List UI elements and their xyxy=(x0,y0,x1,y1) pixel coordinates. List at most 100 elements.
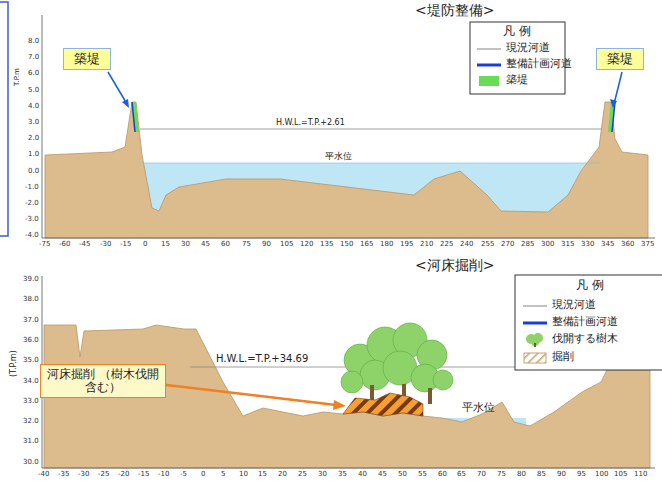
tick-label: 0 xyxy=(143,241,147,249)
tick-label: 32.0 xyxy=(23,418,39,426)
water-level-label: H.W.L.=T.P.+34.69 xyxy=(216,353,308,364)
tick-label: 40 xyxy=(358,471,367,479)
tick-label: 65 xyxy=(457,471,466,479)
tick-label: 345 xyxy=(601,241,614,249)
tick-label: 25 xyxy=(298,471,307,479)
tick-label: 30 xyxy=(318,471,327,479)
legend-text: 整備計画河道 xyxy=(506,58,572,70)
tick-label: -4.0 xyxy=(25,232,39,240)
tick-label: 360 xyxy=(621,241,634,249)
tick-label: 285 xyxy=(521,241,534,249)
tick-label: 240 xyxy=(460,241,473,249)
tick-label: 38.0 xyxy=(23,296,39,304)
tick-label: 4.0 xyxy=(28,103,39,111)
legend-swatch xyxy=(522,333,548,347)
tick-label: 70 xyxy=(477,471,486,479)
leader-line xyxy=(108,72,127,104)
callout-text: 築堤 xyxy=(74,52,100,66)
tick-label: 75 xyxy=(242,241,251,249)
tick-label: 100 xyxy=(595,471,608,479)
embankment xyxy=(608,102,615,132)
tick-label: -35 xyxy=(58,471,69,479)
tick-label: 35.0 xyxy=(23,357,39,365)
tick-label: 2.0 xyxy=(28,135,39,143)
tick-label: -15 xyxy=(138,471,149,479)
tick-label: 1.0 xyxy=(28,151,39,159)
tick-label: 95 xyxy=(577,471,586,479)
legend-text: 伐開する樹木 xyxy=(552,333,618,345)
leader-line xyxy=(158,384,336,405)
tick-label: 300 xyxy=(541,241,554,249)
tick-label: 5 xyxy=(221,471,225,479)
tick-label: -15 xyxy=(120,241,131,249)
legend-text: 現況河道 xyxy=(506,42,550,54)
water-level-label: 平水位 xyxy=(325,152,352,162)
leader-arrow xyxy=(333,400,346,410)
tick-label: 210 xyxy=(420,241,433,249)
legend-heading: 凡 例 xyxy=(503,25,531,38)
tick-label: 270 xyxy=(501,241,514,249)
tick-label: 135 xyxy=(320,241,333,249)
tick-label: 85 xyxy=(537,471,546,479)
callout-text: 築堤 xyxy=(607,52,633,66)
tick-label: 165 xyxy=(360,241,373,249)
legend-text: 掘削 xyxy=(552,351,574,363)
leader-arrow xyxy=(122,99,129,108)
tick-label: 15 xyxy=(161,241,170,249)
legend-swatch xyxy=(522,316,548,330)
axis xyxy=(42,15,43,238)
tick-label: -20 xyxy=(118,471,129,479)
tick-label: 55 xyxy=(418,471,427,479)
tick-label: 33.0 xyxy=(23,398,39,406)
tick-label: 255 xyxy=(481,241,494,249)
tick-label: 225 xyxy=(440,241,453,249)
tick-label: 37.0 xyxy=(23,317,39,325)
tick-label: 0 xyxy=(201,471,205,479)
tick-label: 60 xyxy=(438,471,447,479)
tick-label: 105 xyxy=(280,241,293,249)
tick-label: 6.0 xyxy=(28,70,39,78)
legend-box xyxy=(515,275,662,370)
tick-label: 20 xyxy=(278,471,287,479)
axis xyxy=(42,468,655,469)
tick-label: 0.0 xyxy=(28,168,39,176)
tick-label: 3.0 xyxy=(28,119,39,127)
tick-label: 35 xyxy=(338,471,347,479)
legend-swatch xyxy=(476,58,502,72)
tick-label: -45 xyxy=(79,241,90,249)
legend-text: 築堤 xyxy=(506,74,528,86)
plan-line xyxy=(132,102,135,132)
tick-label: -10 xyxy=(158,471,169,479)
axis-unit: T.P.m xyxy=(14,68,22,86)
water-level-label: 平水位 xyxy=(462,402,495,414)
tick-label: 10 xyxy=(239,471,248,479)
tick-label: 80 xyxy=(517,471,526,479)
tick-label: 34.0 xyxy=(23,378,39,386)
tick-label: -40 xyxy=(38,471,49,479)
leader-arrow xyxy=(610,99,617,108)
embankment xyxy=(132,102,139,132)
tick-label: 15 xyxy=(258,471,267,479)
leader-line xyxy=(614,72,622,104)
tick-label: 105 xyxy=(614,471,627,479)
tick-label: 36.0 xyxy=(23,337,39,345)
axis xyxy=(42,238,655,239)
normal-water-line xyxy=(142,163,600,164)
tick-label: -25 xyxy=(98,471,109,479)
tick-label: 7.0 xyxy=(28,54,39,62)
tick-label: 45 xyxy=(378,471,387,479)
legend-swatch xyxy=(522,299,548,313)
axis-unit: (T.P.m) xyxy=(10,350,19,377)
excavation xyxy=(343,393,423,416)
legend-text: 整備計画河道 xyxy=(552,316,618,328)
legend-heading: 凡 例 xyxy=(576,279,604,292)
tick-label: 50 xyxy=(398,471,407,479)
tick-label: 110 xyxy=(634,471,647,479)
legend-swatch xyxy=(476,42,502,56)
trees xyxy=(341,323,453,404)
tick-label: 315 xyxy=(561,241,574,249)
tick-label: 45 xyxy=(201,241,210,249)
legend-swatch xyxy=(522,351,548,365)
tick-label: -75 xyxy=(39,241,50,249)
tick-label: 30.0 xyxy=(23,459,39,467)
